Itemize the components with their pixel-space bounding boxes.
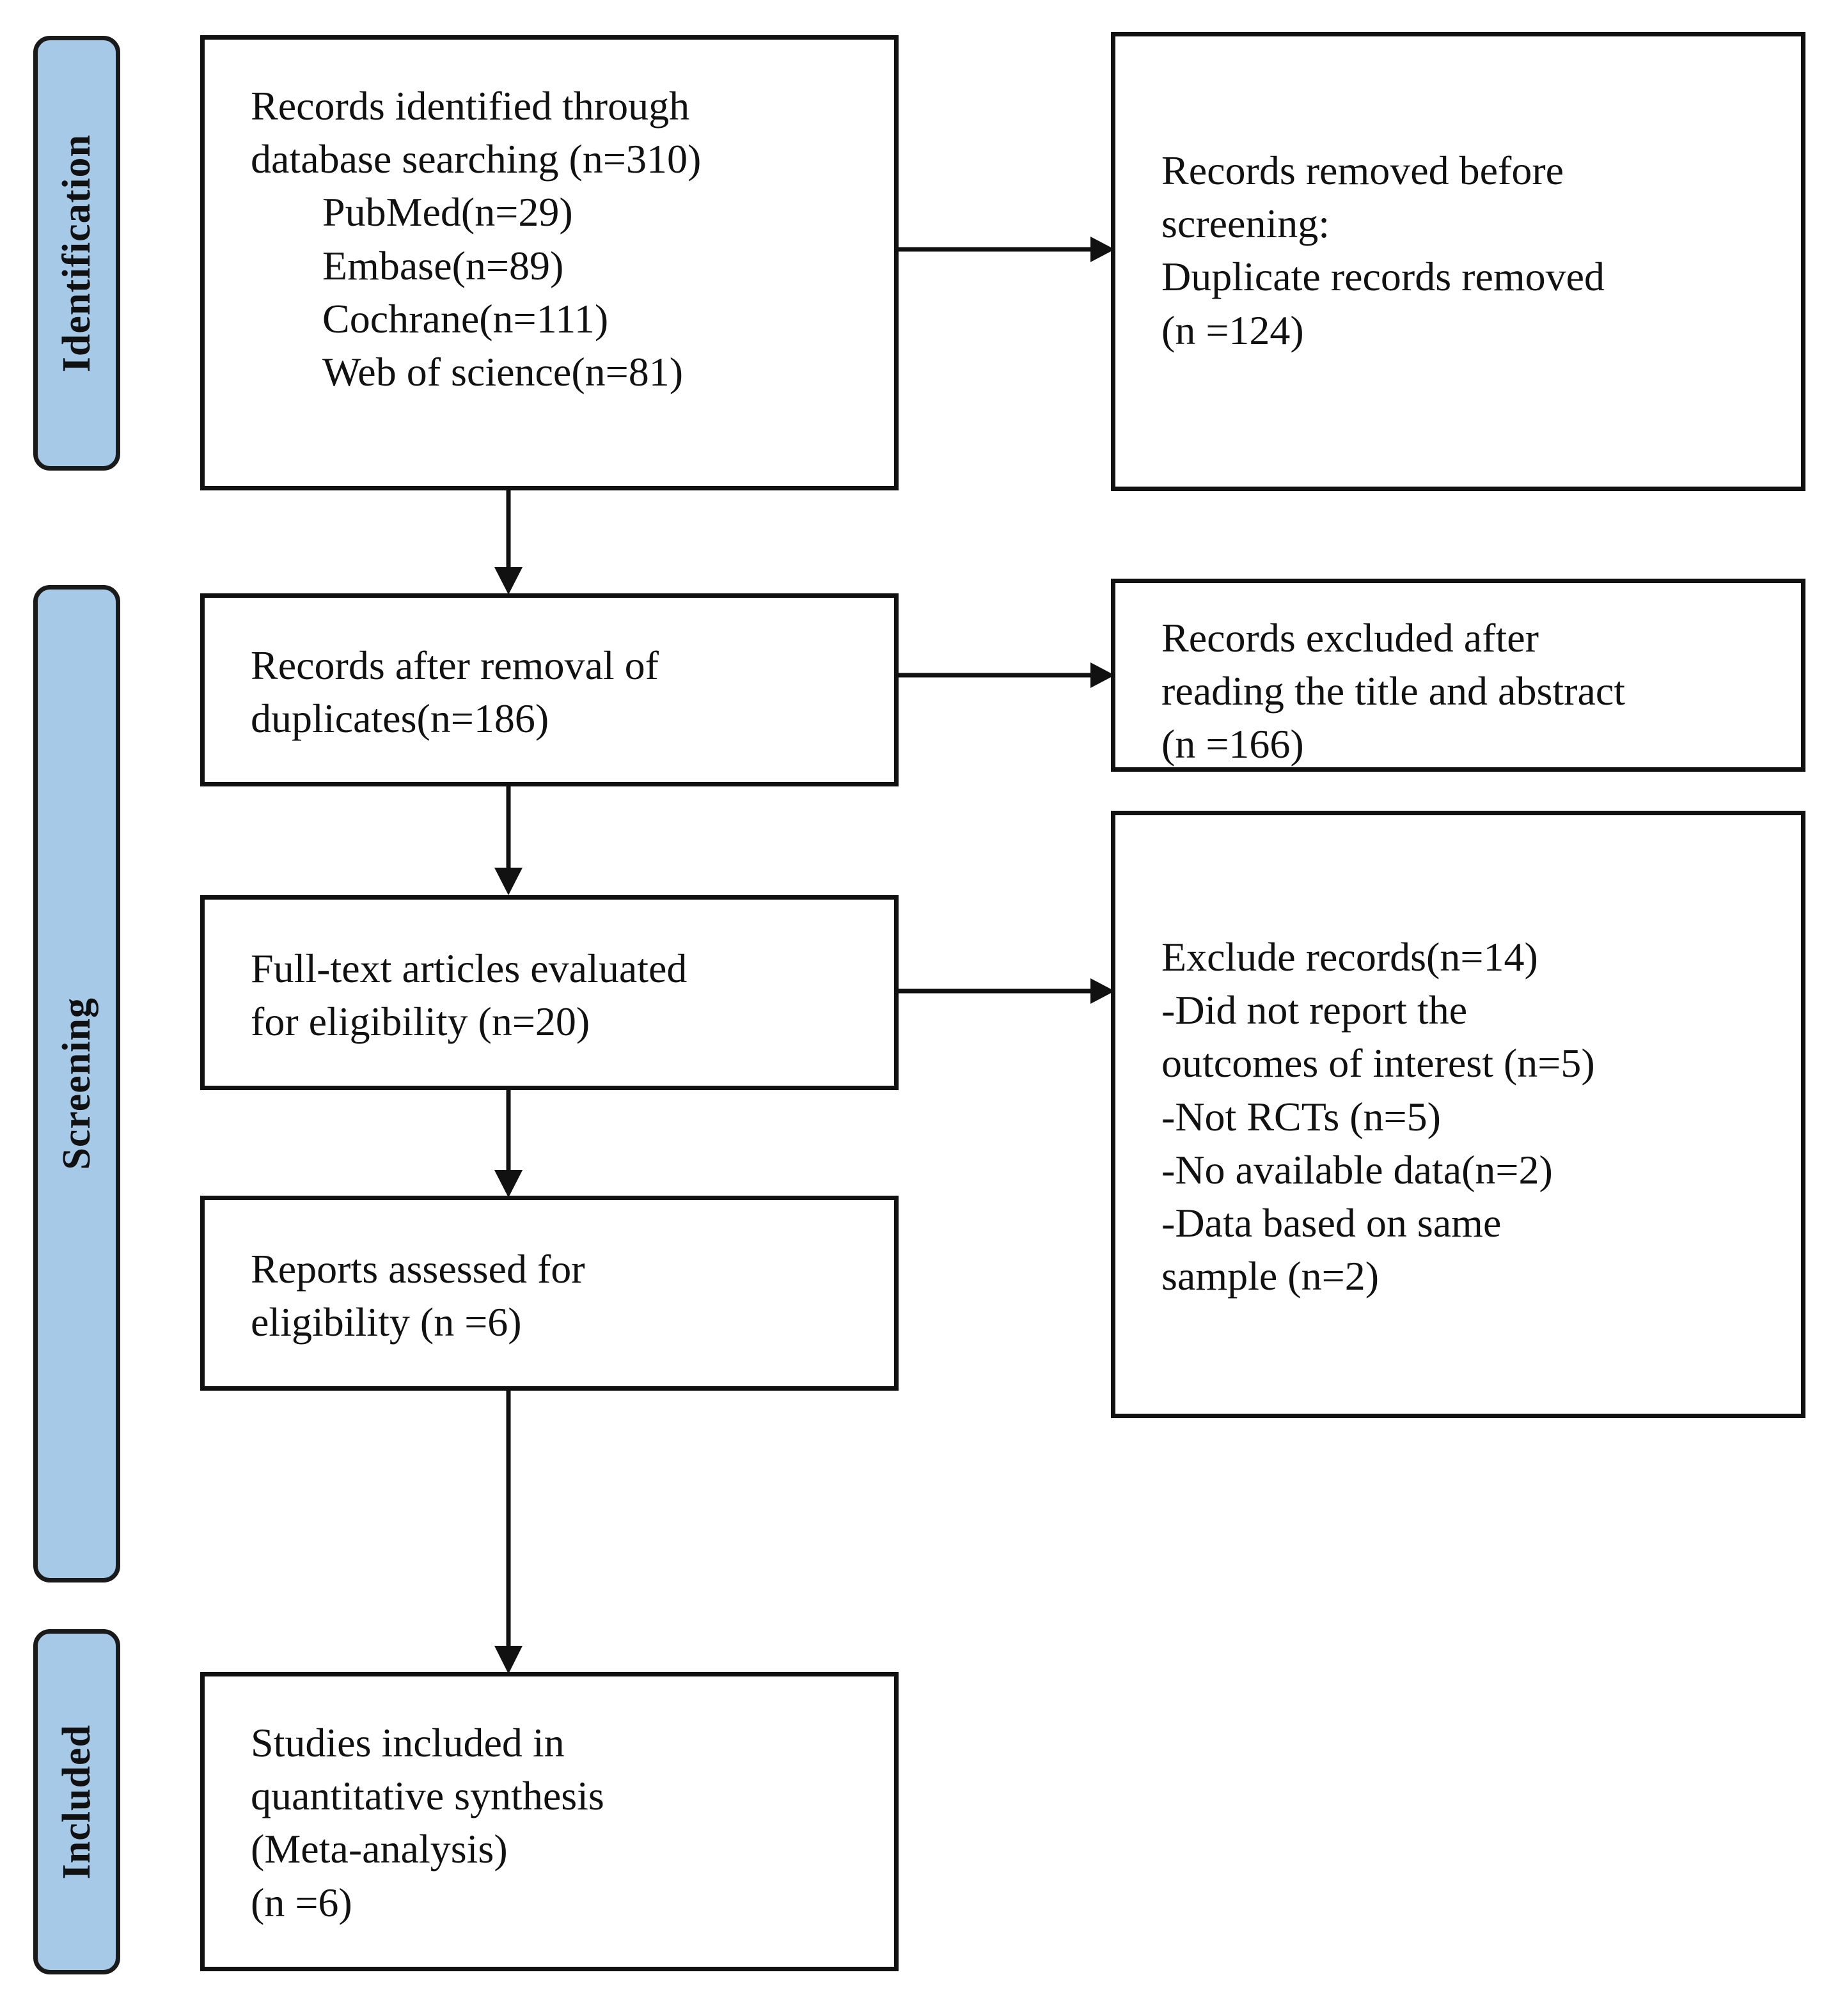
box-records-excluded-title-abstract-text: Records excluded after reading the title… xyxy=(1161,615,1626,767)
box-records-excluded-fulltext-text: Exclude records(n=14) -Did not report th… xyxy=(1161,934,1595,1299)
box-studies-included-text: Studies included in quantitative synthes… xyxy=(251,1720,604,1925)
arrow-fulltext-to-reports-assessed xyxy=(486,1090,531,1199)
box-records-removed-before-screening-text: Records removed before screening: Duplic… xyxy=(1161,148,1605,353)
box-studies-included: Studies included in quantitative synthes… xyxy=(200,1672,899,1971)
box-records-after-duplicates: Records after removal of duplicates(n=18… xyxy=(200,593,899,786)
arrow-reports-assessed-to-studies-included xyxy=(486,1391,531,1675)
box-records-identified-sources: PubMed(n=29) Embase(n=89) Cochrane(n=111… xyxy=(322,189,684,395)
stage-label-included: Included xyxy=(54,1724,98,1880)
box-records-identified-heading: Records identified through database sear… xyxy=(251,83,702,182)
box-records-removed-before-screening: Records removed before screening: Duplic… xyxy=(1111,32,1805,491)
stage-bar-identification: Identification xyxy=(33,36,120,471)
box-records-excluded-title-abstract: Records excluded after reading the title… xyxy=(1111,579,1805,772)
box-fulltext-evaluated: Full-text articles evaluated for eligibi… xyxy=(200,895,899,1090)
box-reports-assessed-text: Reports assessed for eligibility (n =6) xyxy=(251,1246,585,1345)
arrow-fulltext-to-excluded-fulltext xyxy=(899,972,1116,1010)
stage-bar-screening: Screening xyxy=(33,585,120,1582)
box-reports-assessed: Reports assessed for eligibility (n =6) xyxy=(200,1196,899,1391)
box-records-excluded-fulltext: Exclude records(n=14) -Did not report th… xyxy=(1111,811,1805,1418)
stage-label-identification: Identification xyxy=(54,134,98,373)
box-records-after-duplicates-text: Records after removal of duplicates(n=18… xyxy=(251,643,659,742)
arrow-after-duplicates-to-fulltext xyxy=(486,786,531,896)
arrow-after-duplicates-to-excluded-ta xyxy=(899,656,1116,694)
stage-label-screening: Screening xyxy=(54,997,98,1170)
arrow-identified-to-removed xyxy=(899,230,1116,269)
box-records-identified: Records identified through database sear… xyxy=(200,35,899,490)
arrow-identified-to-after-duplicates xyxy=(486,490,531,596)
stage-bar-included: Included xyxy=(33,1629,120,1974)
box-fulltext-evaluated-text: Full-text articles evaluated for eligibi… xyxy=(251,946,688,1045)
